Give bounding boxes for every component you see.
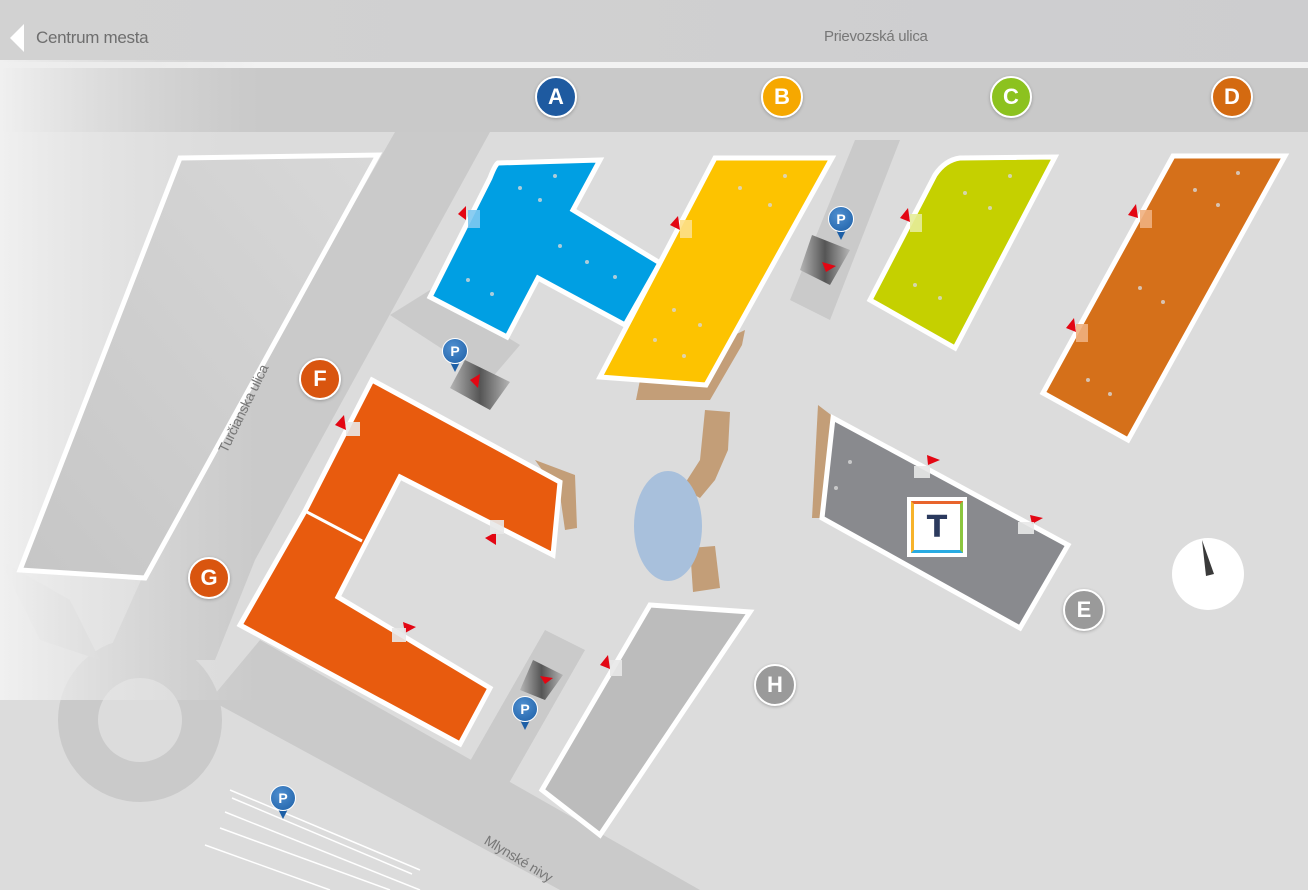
marker-c[interactable]: C <box>990 76 1032 118</box>
marker-g-letter: G <box>200 565 218 590</box>
marker-h-letter: H <box>767 672 783 697</box>
marker-f[interactable]: F <box>299 358 341 400</box>
parking-pin-icon[interactable]: P <box>826 206 856 246</box>
marker-h[interactable]: H <box>754 664 796 706</box>
parking-pin-label: P <box>270 785 296 811</box>
marker-d[interactable]: D <box>1211 76 1253 118</box>
compass-needle-icon <box>1202 540 1214 576</box>
building-d[interactable] <box>1039 153 1290 444</box>
building-h[interactable] <box>538 602 755 839</box>
marker-g[interactable]: G <box>188 557 230 599</box>
parking-pin-label: P <box>828 206 854 232</box>
back-button[interactable]: Centrum mesta <box>10 24 149 52</box>
marker-c-letter: C <box>1003 84 1019 109</box>
street-label-prievozska: Prievozská ulica <box>824 28 928 45</box>
t-logo[interactable]: T <box>907 497 967 557</box>
t-logo-frame <box>911 501 963 553</box>
marker-e[interactable]: E <box>1063 589 1105 631</box>
parking-pin-icon[interactable]: P <box>268 785 298 825</box>
parking-lot <box>204 789 421 890</box>
marker-b[interactable]: B <box>761 76 803 118</box>
parking-pin-label: P <box>512 696 538 722</box>
parking-pin-icon[interactable]: P <box>440 338 470 378</box>
compass[interactable] <box>1172 538 1244 610</box>
block-left <box>16 152 383 581</box>
building-b[interactable] <box>596 155 837 388</box>
entrance-markers <box>335 171 1240 684</box>
back-label: Centrum mesta <box>36 28 149 47</box>
t-logo-letter: T <box>926 509 948 545</box>
marker-d-letter: D <box>1224 84 1240 109</box>
chevron-left-icon <box>10 24 24 52</box>
marker-f-letter: F <box>313 366 327 391</box>
marker-a[interactable]: A <box>535 76 577 118</box>
parking-pin-label: P <box>442 338 468 364</box>
top-bar: Centrum mesta Prievozská ulica <box>0 0 1308 64</box>
marker-e-letter: E <box>1076 597 1092 622</box>
building-f[interactable] <box>236 376 563 748</box>
marker-b-letter: B <box>774 84 790 109</box>
pond <box>634 471 702 581</box>
marker-a-letter: A <box>548 84 564 109</box>
parking-ramps <box>450 235 850 700</box>
parking-pin-icon[interactable]: P <box>510 696 540 736</box>
building-c[interactable] <box>866 154 1060 352</box>
